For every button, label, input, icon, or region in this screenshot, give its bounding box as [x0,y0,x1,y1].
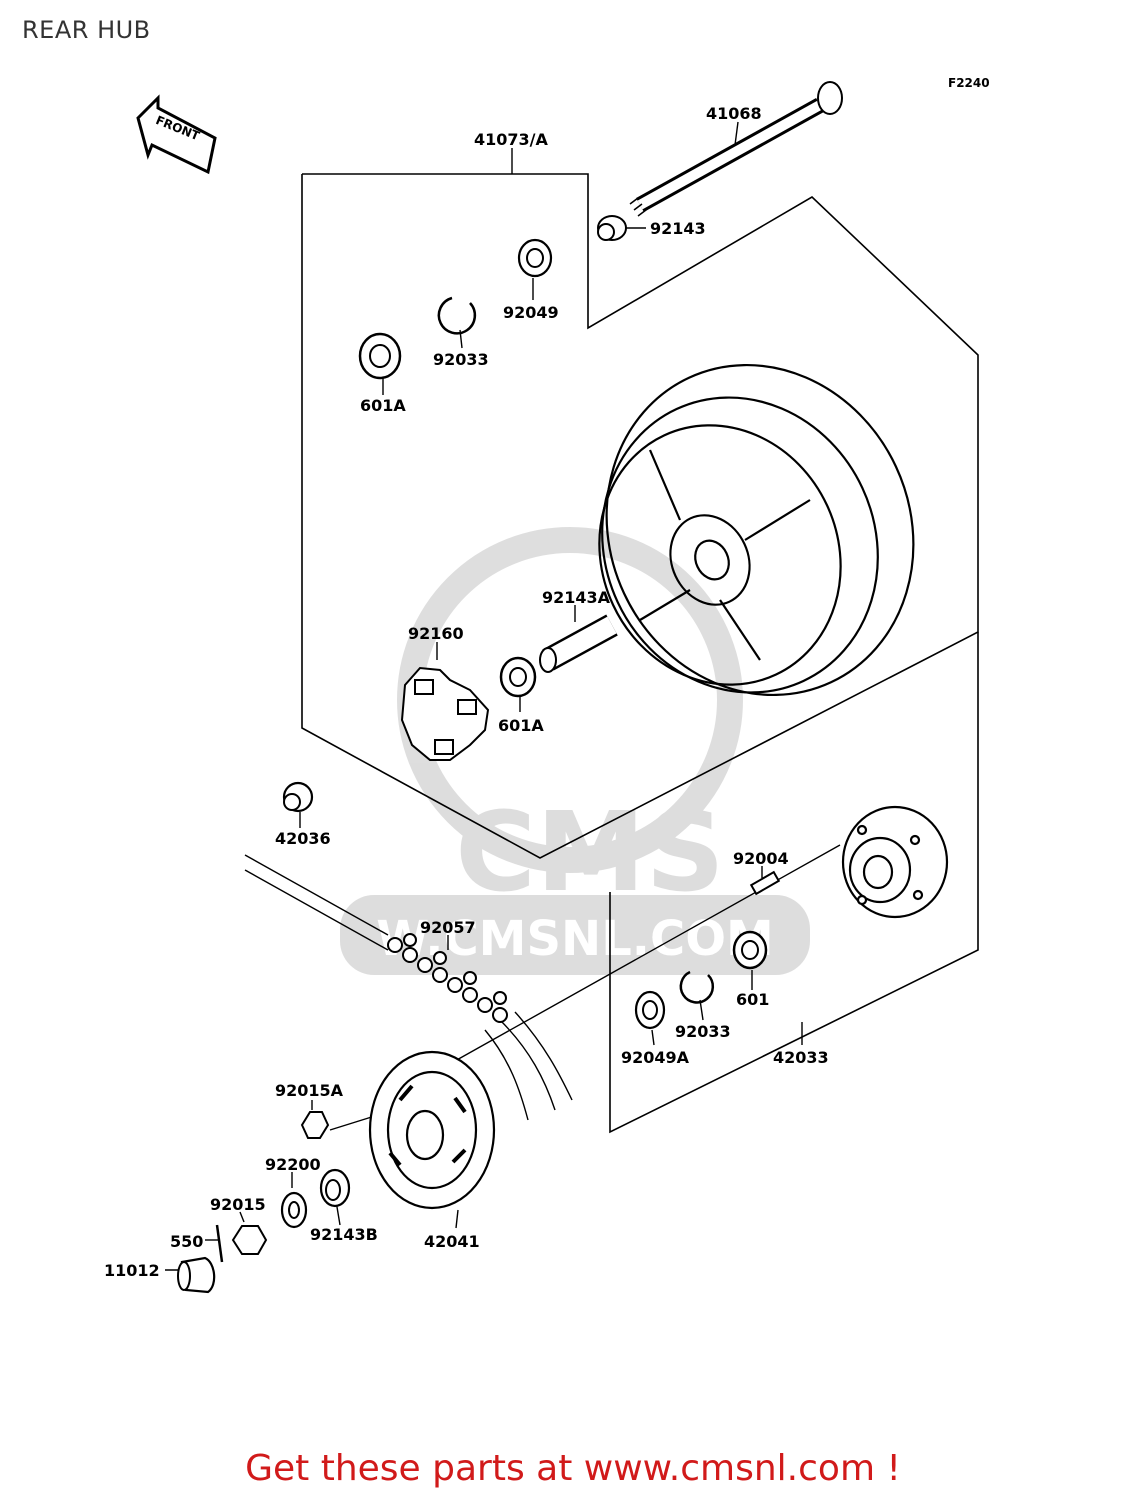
nut-92015 [231,1225,268,1255]
circlip-92033-lower [679,970,715,1004]
collar-42036 [282,781,314,813]
sprocket-42041 [368,1050,496,1210]
axle [629,81,843,217]
drive-chain [244,854,573,1121]
front-arrow-icon: FRONT [136,94,217,175]
collar-92143 [597,215,627,241]
label-92049a: 92049A [621,1048,690,1067]
coupling-hub [841,805,949,919]
collar-92143b [319,1168,351,1208]
label-92049: 92049 [503,303,559,322]
label-601: 601 [736,990,769,1009]
label-11012: 11012 [104,1261,160,1280]
cotter-pin-550 [215,1224,224,1263]
bearing-601a-lower [499,656,537,698]
wheel-rim [598,363,915,697]
footer-link[interactable]: Get these parts at www.cmsnl.com ! [245,1448,901,1489]
label-42036: 42036 [275,829,331,848]
wheel-assembly-outline [301,173,979,859]
nut-92015a [300,1111,330,1139]
label-92160: 92160 [408,624,464,643]
label-601a-lower: 601A [498,716,544,735]
oil-seal-92049 [517,238,553,278]
label-92033-upper: 92033 [433,350,489,369]
label-42033: 42033 [773,1048,829,1067]
bearing-601 [732,930,768,970]
label-92057: 92057 [420,918,476,937]
bearing-601a-upper [358,332,402,380]
label-601a-upper: 601A [360,396,406,415]
rear-hub-diagram: CMS W.CMSNL.COM F2240 FRONT [104,76,990,1294]
label-92033-lower: 92033 [675,1022,731,1041]
label-92143b: 92143B [310,1225,378,1244]
label-92015: 92015 [210,1195,266,1214]
label-41073-a: 41073/A [474,130,549,149]
label-92200: 92200 [265,1155,321,1174]
diagram-code: F2240 [948,76,990,90]
damper-92160 [400,666,490,761]
label-92143a: 92143A [542,588,611,607]
label-92015a: 92015A [275,1081,344,1100]
washer-92200 [280,1191,308,1229]
label-41068: 41068 [706,104,762,123]
page-title: REAR HUB [22,16,151,44]
oil-seal-92049a [634,990,666,1030]
circlip-92033-upper [437,296,477,335]
hub-assembly-outline [609,632,979,1134]
spacer-92143a [539,614,618,673]
label-92004: 92004 [733,849,789,868]
stud-92004 [429,844,841,1076]
chain-links-92057 [387,933,508,1023]
label-92143: 92143 [650,219,706,238]
cap-11012 [177,1256,216,1294]
label-550: 550 [170,1232,203,1251]
watermark-brand: CMS [455,788,724,916]
label-42041: 42041 [424,1232,480,1251]
